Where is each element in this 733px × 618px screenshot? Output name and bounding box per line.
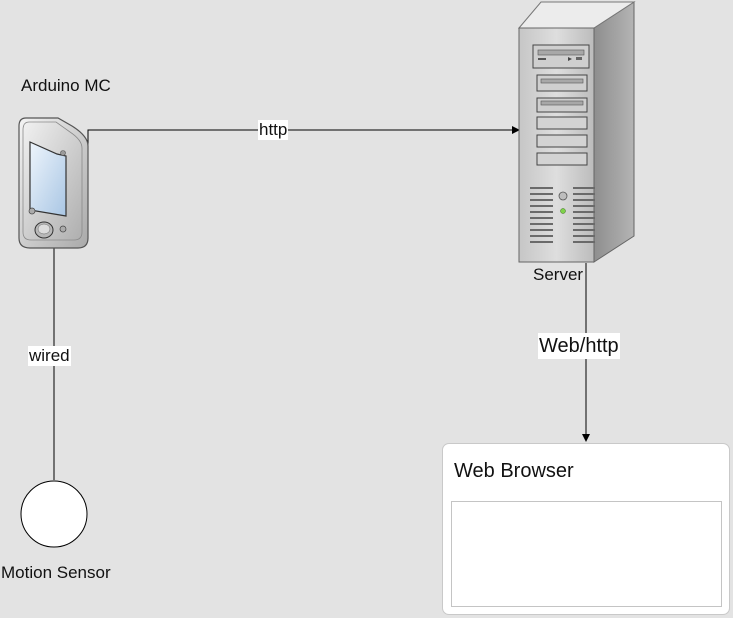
arduino-device-icon [18,117,89,249]
edge-label-http: http [258,120,289,140]
edge-label-web-http: Web/http [538,333,620,359]
arduino-label: Arduino MC [21,76,111,95]
server-label: Server [533,265,584,284]
web-browser-node: Web Browser [442,443,730,615]
server-tower-icon [517,1,636,263]
motion-sensor-node [20,480,88,548]
edge-label-wired: wired [28,346,71,366]
motion-sensor-label: Motion Sensor [1,563,111,582]
web-browser-title: Web Browser [454,460,574,482]
connector-arduino-server [87,126,520,160]
web-browser-content-area [451,501,722,607]
